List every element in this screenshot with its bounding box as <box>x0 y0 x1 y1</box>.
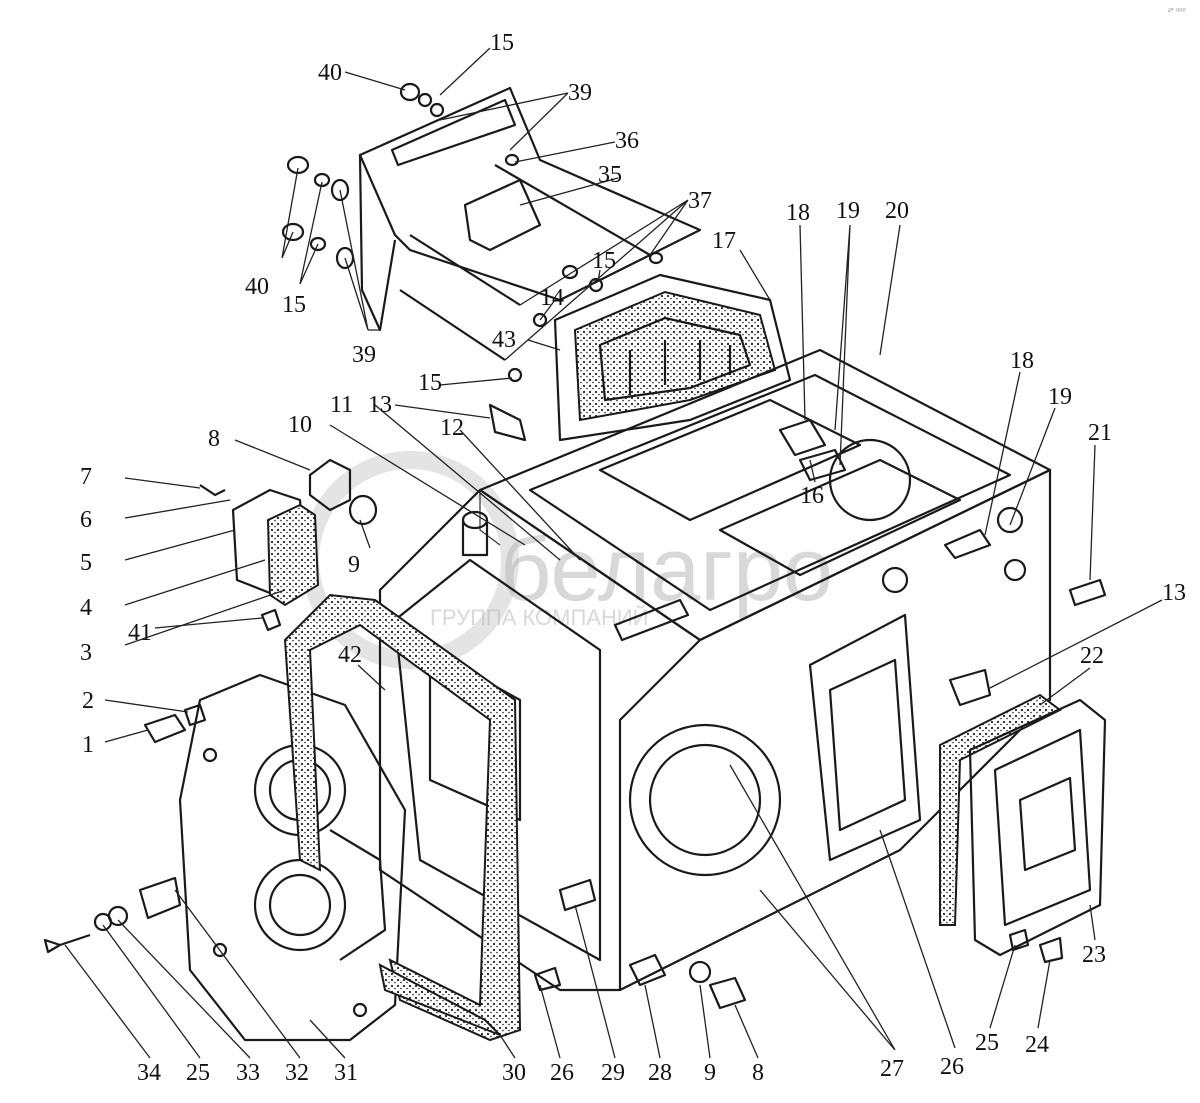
top-plate-parts <box>199 458 489 632</box>
callout-label: 28 <box>648 1060 672 1086</box>
callout-label: 26 <box>550 1060 574 1086</box>
callout-label: 9 <box>348 552 360 578</box>
leader-lines <box>64 47 1163 1059</box>
callout-label: 7 <box>80 464 92 490</box>
callout-label: 30 <box>502 1060 526 1086</box>
callout-label: 18 <box>786 200 810 226</box>
callout-label: 25 <box>975 1030 999 1056</box>
side-cover-17 <box>553 273 792 442</box>
callout-label: 24 <box>1025 1032 1049 1058</box>
callout-label: 40 <box>245 274 269 300</box>
callout-label: 13 <box>368 392 392 418</box>
callout-label: 15 <box>418 370 442 396</box>
callout-labels: 15 40 39 36 35 37 40 15 39 17 18 19 20 1… <box>80 30 1186 1086</box>
callout-label: 8 <box>752 1060 764 1086</box>
callout-label: 31 <box>334 1060 358 1086</box>
callout-label: 12 <box>440 415 464 441</box>
callout-label: 27 <box>880 1056 904 1082</box>
callout-label: 4 <box>80 595 92 621</box>
callout-label: 5 <box>80 550 92 576</box>
top-cover-assembly <box>281 82 702 383</box>
callout-label: 42 <box>338 642 362 668</box>
callout-label: 25 <box>186 1060 210 1086</box>
callout-label: 40 <box>318 60 342 86</box>
callout-label: 6 <box>80 507 92 533</box>
callout-label: 43 <box>492 327 516 353</box>
callout-label: 34 <box>137 1060 161 1086</box>
callout-label: 29 <box>601 1060 625 1086</box>
callout-label: 33 <box>236 1060 260 1086</box>
callout-label: 13 <box>1162 580 1186 606</box>
callout-label: 19 <box>836 198 860 224</box>
callout-label: 9 <box>704 1060 716 1086</box>
callout-label: 20 <box>885 198 909 224</box>
hardware <box>43 403 1107 1010</box>
callout-label: 10 <box>288 412 312 438</box>
callout-label: 18 <box>1010 348 1034 374</box>
callout-label: 26 <box>940 1054 964 1080</box>
callout-label: 16 <box>800 483 824 509</box>
callout-label: 32 <box>285 1060 309 1086</box>
callout-label: 22 <box>1080 643 1104 669</box>
callout-label: 1 <box>82 732 94 758</box>
callout-label: 14 <box>540 285 564 311</box>
corner-mark: ²° ⁰⁰⁰ <box>1168 7 1186 16</box>
callout-label: 15 <box>282 292 306 318</box>
callout-label: 11 <box>330 392 353 418</box>
callout-label: 2 <box>82 688 94 714</box>
callout-label: 17 <box>712 228 736 254</box>
side-cover-23 <box>939 693 1107 957</box>
callout-label: 35 <box>598 162 622 188</box>
callout-label: 39 <box>352 342 376 368</box>
callout-label: 15 <box>490 30 514 56</box>
callout-label: 15 <box>592 248 616 274</box>
callout-label: 21 <box>1088 420 1112 446</box>
callout-label: 41 <box>128 620 152 646</box>
callout-label: 39 <box>568 80 592 106</box>
callout-label: 3 <box>80 640 92 666</box>
callout-label: 19 <box>1048 384 1072 410</box>
callout-label: 8 <box>208 426 220 452</box>
callout-label: 23 <box>1082 942 1106 968</box>
callout-label: 36 <box>615 128 639 154</box>
callout-label: 37 <box>688 188 712 214</box>
